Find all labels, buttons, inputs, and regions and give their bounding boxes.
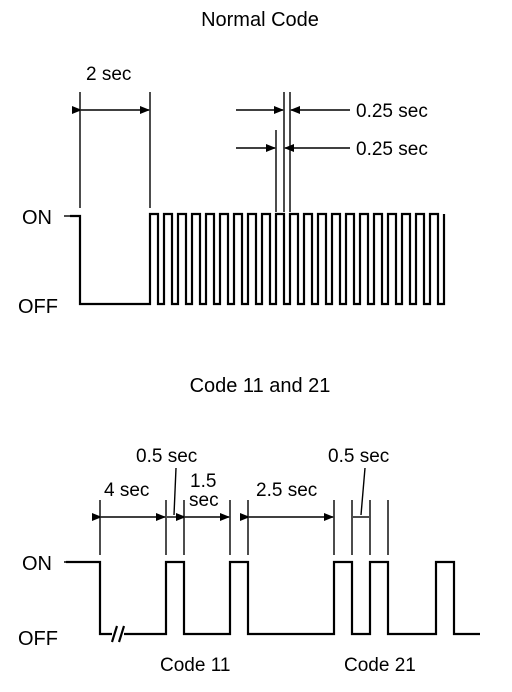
dim-05-sec-code11-label: 0.5 sec: [136, 446, 197, 467]
normal-code-title: Normal Code: [201, 9, 319, 31]
dim-15-sec-label-line1: 1.5: [190, 471, 216, 492]
normal-off-label: OFF: [18, 296, 58, 318]
dim-25-sec: 2.5 sec: [240, 480, 334, 521]
dim-25-sec-label: 2.5 sec: [256, 480, 317, 501]
dim-2-sec-label: 2 sec: [86, 64, 131, 85]
dim-025-sec-top-label: 0.25 sec: [356, 101, 428, 122]
code-11-21-section: Code 11 and 21 ON OFF 4 sec 0.5 sec: [18, 375, 480, 676]
dim-025-sec-bottom-label: 0.25 sec: [356, 139, 428, 160]
waveform-break-mark: [110, 625, 126, 643]
dim-05-sec-code21: 0.5 sec: [328, 446, 389, 518]
dim-2-sec: 2 sec: [72, 64, 151, 208]
code-11-21-title: Code 11 and 21: [190, 375, 331, 397]
codes-off-label: OFF: [18, 628, 58, 650]
code-21-label: Code 21: [344, 655, 416, 676]
dim-4-sec-label: 4 sec: [104, 480, 149, 501]
dim-05-sec-code21-label: 0.5 sec: [328, 446, 389, 467]
normal-on-label: ON: [22, 207, 52, 229]
normal-code-waveform: [70, 212, 446, 306]
codes-on-label: ON: [22, 553, 52, 575]
dim-15-sec: 1.5 sec: [176, 471, 230, 521]
code-11-21-waveform: [66, 560, 480, 636]
code-11-label: Code 11: [160, 655, 230, 676]
dim-15-sec-label-line2: sec: [189, 490, 219, 511]
dim-4-sec: 4 sec: [92, 480, 166, 521]
normal-code-section: Normal Code ON OFF 2 sec 0.25 sec 0.25 s…: [18, 9, 446, 318]
dim-025-sec: 0.25 sec 0.25 sec: [236, 92, 428, 212]
